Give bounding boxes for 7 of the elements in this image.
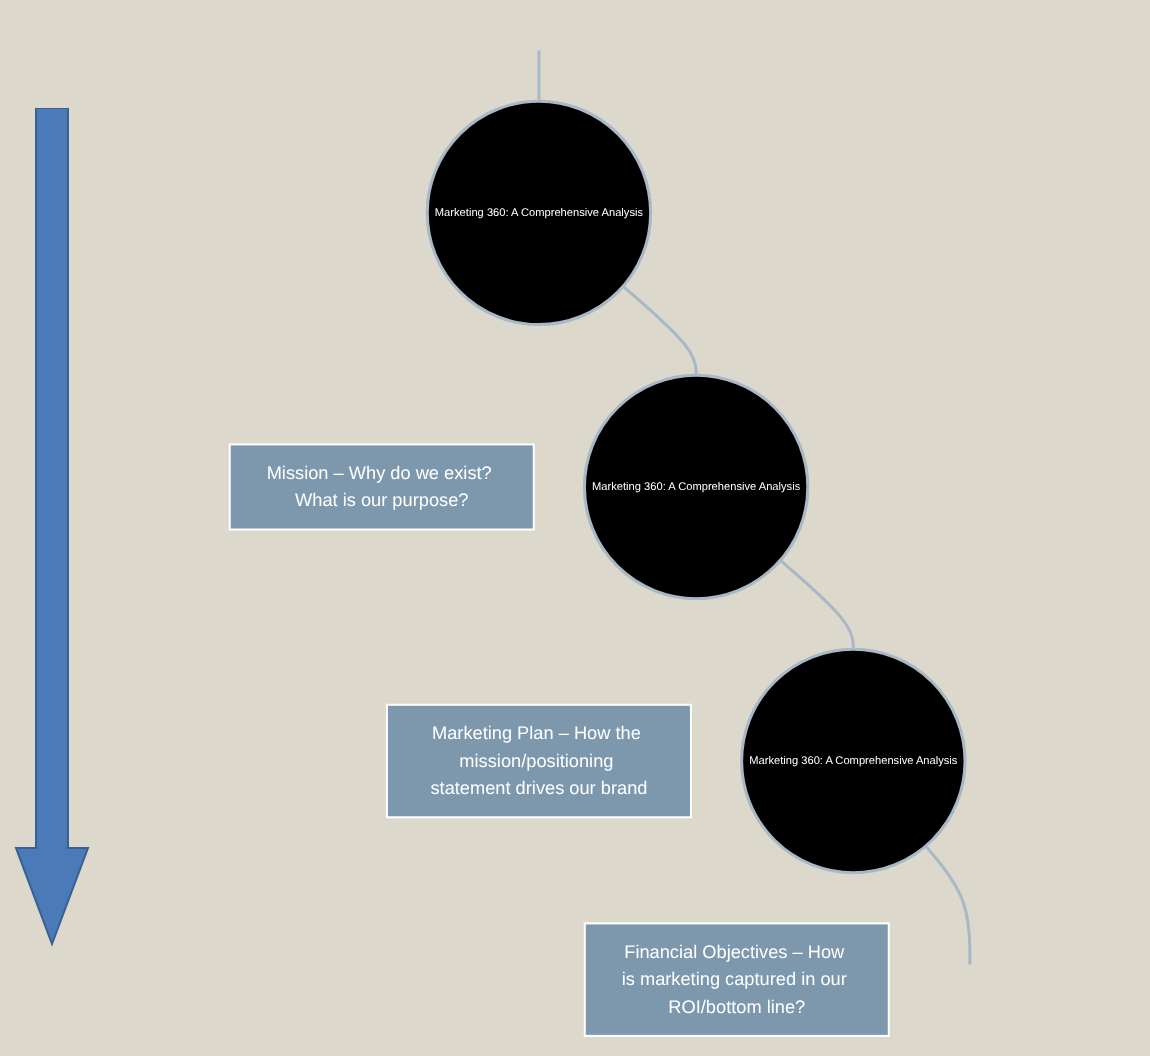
node-box: Financial Objectives – How is marketing captured in our ROI/bottom line? (583, 922, 890, 1037)
node-box: Mission – Why do we exist? What is our purpose? (228, 443, 535, 531)
connector (622, 285, 698, 376)
connector (924, 845, 972, 965)
connector (537, 50, 541, 102)
node-box: Marketing Plan – How the mission/positioning statement drives our brand (385, 703, 692, 819)
connector (779, 559, 855, 650)
